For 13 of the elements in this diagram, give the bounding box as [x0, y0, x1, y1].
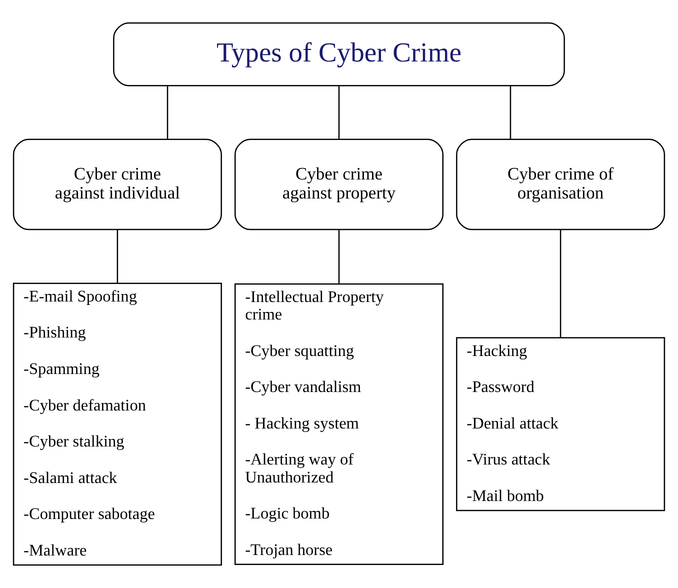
- connector: [166, 86, 168, 139]
- node-box: Cyber crime against individual: [12, 138, 222, 230]
- connector: [510, 86, 512, 139]
- node-box: -Intellectual Property crime -Cyber squatting -Cyber vandalism - Hacking system -Alerting way of Unauthorized -Logic bomb -Trojan horse: [234, 283, 444, 565]
- node-box: -Hacking -Password -Denial attack -Virus attack -Mail bomb: [456, 337, 666, 512]
- node-box: -E-mail Spoofing -Phishing -Spamming -Cyber defamation -Cyber stalking -Salami attack -Computer sabotage -Malware: [12, 282, 222, 566]
- node-box: Cyber crime of organisation: [456, 138, 666, 230]
- connector: [338, 86, 340, 139]
- connector: [560, 230, 562, 338]
- node-box: Cyber crime against property: [234, 138, 444, 230]
- connector: [116, 230, 118, 284]
- node-box: Types of Cyber Crime: [113, 22, 565, 86]
- connector: [338, 230, 340, 284]
